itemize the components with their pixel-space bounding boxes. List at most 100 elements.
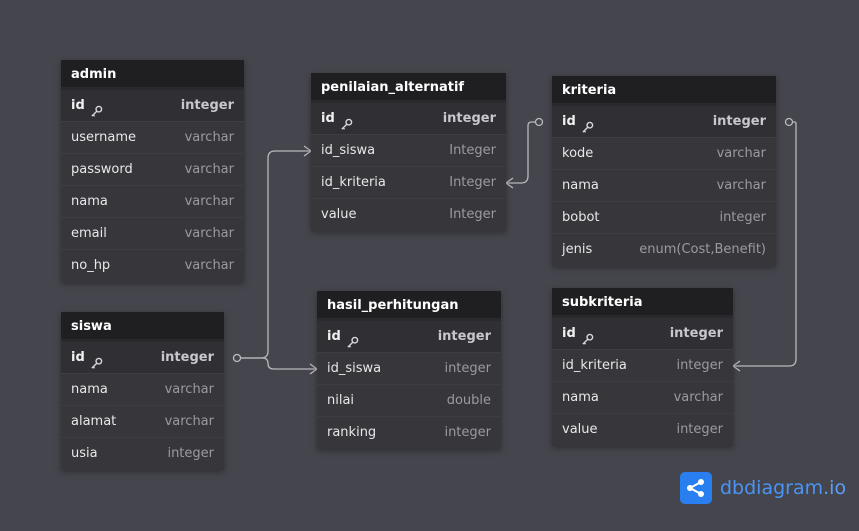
- field-row[interactable]: kode varchar: [552, 138, 776, 170]
- field-row[interactable]: usia integer: [61, 438, 224, 470]
- dbdiagram-logo[interactable]: dbdiagram.io: [680, 472, 846, 504]
- field-name-text: username: [71, 129, 136, 145]
- field-name-text: nilai: [327, 392, 355, 408]
- field-type: integer: [719, 209, 766, 225]
- table-header[interactable]: kriteria: [552, 76, 776, 106]
- field-name: usia: [71, 438, 98, 470]
- field-name: nama: [562, 170, 599, 202]
- field-name-text: id_siswa: [327, 360, 382, 376]
- field-type: Integer: [449, 174, 496, 190]
- field-type: varchar: [164, 381, 214, 397]
- relation-one-end-3: [784, 117, 794, 127]
- field-name: ranking: [327, 417, 376, 449]
- field-name: email: [71, 218, 107, 250]
- relation-many-end-1: [309, 363, 319, 375]
- primary-key-icon: [90, 99, 103, 117]
- brand-name: dbdiagram.io: [720, 477, 846, 499]
- primary-key-icon: [340, 112, 353, 130]
- field-row[interactable]: bobot integer: [552, 202, 776, 234]
- field-type: integer: [437, 328, 491, 344]
- field-name-text: id_kriteria: [321, 174, 386, 190]
- field-name: id_kriteria: [321, 167, 386, 199]
- field-name-text: value: [321, 207, 357, 222]
- field-name: nama: [562, 382, 599, 414]
- table-header[interactable]: admin: [61, 60, 244, 90]
- table-header[interactable]: subkriteria: [552, 288, 733, 318]
- field-row[interactable]: alamat varchar: [61, 406, 224, 438]
- field-row[interactable]: nama varchar: [61, 374, 224, 406]
- field-name-text: id: [562, 325, 576, 341]
- table-siswa[interactable]: siswa id integer nama varchar alamat varchar us…: [61, 312, 224, 470]
- table-header[interactable]: penilaian_alternatif: [311, 73, 506, 103]
- field-name-text: bobot: [562, 209, 600, 225]
- field-name-text: alamat: [71, 413, 117, 429]
- field-name: id: [562, 106, 594, 138]
- primary-key-icon: [581, 327, 594, 345]
- field-row[interactable]: id integer: [552, 318, 733, 350]
- field-row[interactable]: id integer: [61, 342, 224, 374]
- field-name: value: [562, 414, 598, 446]
- field-name: jenis: [562, 234, 592, 266]
- field-type: varchar: [184, 258, 234, 273]
- relation-one-end-2: [534, 117, 544, 127]
- field-type: integer: [676, 357, 723, 373]
- field-row[interactable]: value integer: [552, 414, 733, 446]
- field-name: nilai: [327, 385, 354, 417]
- field-name-text: id: [71, 97, 85, 113]
- field-row[interactable]: no_hp varchar: [61, 250, 244, 282]
- relation-many-end-3: [731, 360, 741, 372]
- field-name-text: id_siswa: [321, 142, 376, 158]
- field-type: integer: [676, 422, 723, 437]
- field-row[interactable]: id_siswa Integer: [311, 135, 506, 167]
- field-name: nama: [71, 374, 108, 406]
- field-type: Integer: [449, 142, 496, 158]
- field-name-text: value: [562, 422, 598, 437]
- field-type: integer: [167, 446, 214, 461]
- field-name: id: [562, 318, 594, 350]
- field-type: varchar: [164, 413, 214, 429]
- table-header[interactable]: siswa: [61, 312, 224, 342]
- field-name-text: no_hp: [71, 258, 111, 273]
- field-row[interactable]: id_kriteria Integer: [311, 167, 506, 199]
- field-name: password: [71, 154, 133, 186]
- field-name-text: kode: [562, 145, 594, 161]
- field-row[interactable]: id_siswa integer: [317, 353, 501, 385]
- field-row[interactable]: id integer: [317, 321, 501, 353]
- field-name-text: id: [71, 349, 85, 365]
- relation-many-end-0: [303, 145, 313, 157]
- field-name: nama: [71, 186, 108, 218]
- relation-many-end-2: [504, 177, 514, 189]
- field-row[interactable]: nama varchar: [552, 170, 776, 202]
- primary-key-icon: [346, 330, 359, 348]
- field-type: integer: [669, 325, 723, 341]
- field-row[interactable]: id_kriteria integer: [552, 350, 733, 382]
- field-name-text: id: [327, 328, 341, 344]
- field-type: integer: [160, 349, 214, 365]
- field-name: bobot: [562, 202, 600, 234]
- table-header[interactable]: hasil_perhitungan: [317, 291, 501, 321]
- field-type: integer: [444, 360, 491, 376]
- field-type: varchar: [716, 177, 766, 193]
- field-type: varchar: [716, 145, 766, 161]
- field-name: id_kriteria: [562, 350, 627, 382]
- field-name-text: email: [71, 225, 107, 241]
- field-name: id_siswa: [321, 135, 375, 167]
